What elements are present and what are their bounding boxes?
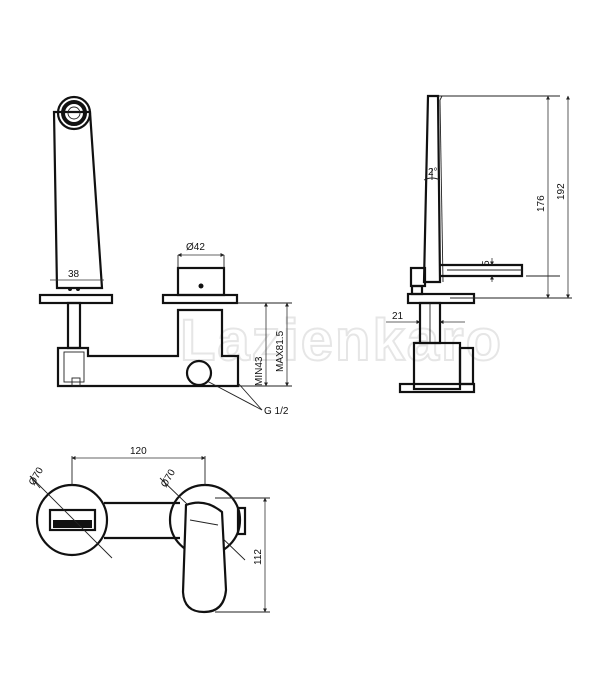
left-rosette-diameter-label: Ø70 [27, 465, 46, 487]
handle-height-label: 112 [253, 549, 264, 565]
plan-body [104, 501, 180, 540]
spout-outlet-ring [61, 100, 87, 126]
spout-width-label: 38 [68, 269, 80, 280]
handle-diameter-label: Ø42 [186, 242, 205, 253]
side-spout-arm [440, 263, 524, 278]
plate-thickness-label: 21 [392, 311, 404, 322]
thread-size-label: G 1/2 [264, 406, 289, 417]
handle-cartridge [176, 266, 226, 297]
center-distance-label: 120 [130, 446, 147, 457]
spout-connector-pipe [66, 301, 82, 350]
height-176-label: 176 [536, 195, 547, 212]
front-view: 38 Ø42 MIN43 MAX81.5 G 1/2 [38, 95, 292, 417]
concealed-body [56, 308, 240, 388]
right-rosette-diameter-label: Ø70 [159, 467, 178, 489]
spout-gap-label: 5 [481, 260, 492, 266]
lever-handle [181, 501, 228, 614]
spout-base-plate [38, 293, 114, 305]
spout-body [52, 110, 104, 290]
side-column [422, 94, 442, 284]
max-depth-label: MAX81.5 [275, 330, 286, 372]
min-depth-label: MIN43 [254, 356, 265, 386]
handle-base-plate [161, 293, 239, 305]
side-view: 176 192 5 2° 21 [386, 94, 572, 394]
inlet-thread-circle [185, 359, 213, 387]
tilt-angle-label: 2° [428, 167, 438, 178]
side-wall-plate [406, 292, 476, 305]
watermark-logo: Lazienkaro [180, 308, 503, 373]
spout-outlet-outer [56, 95, 92, 131]
plan-view: Ø70 Ø70 120 112 [27, 446, 270, 614]
height-192-label: 192 [556, 183, 567, 200]
